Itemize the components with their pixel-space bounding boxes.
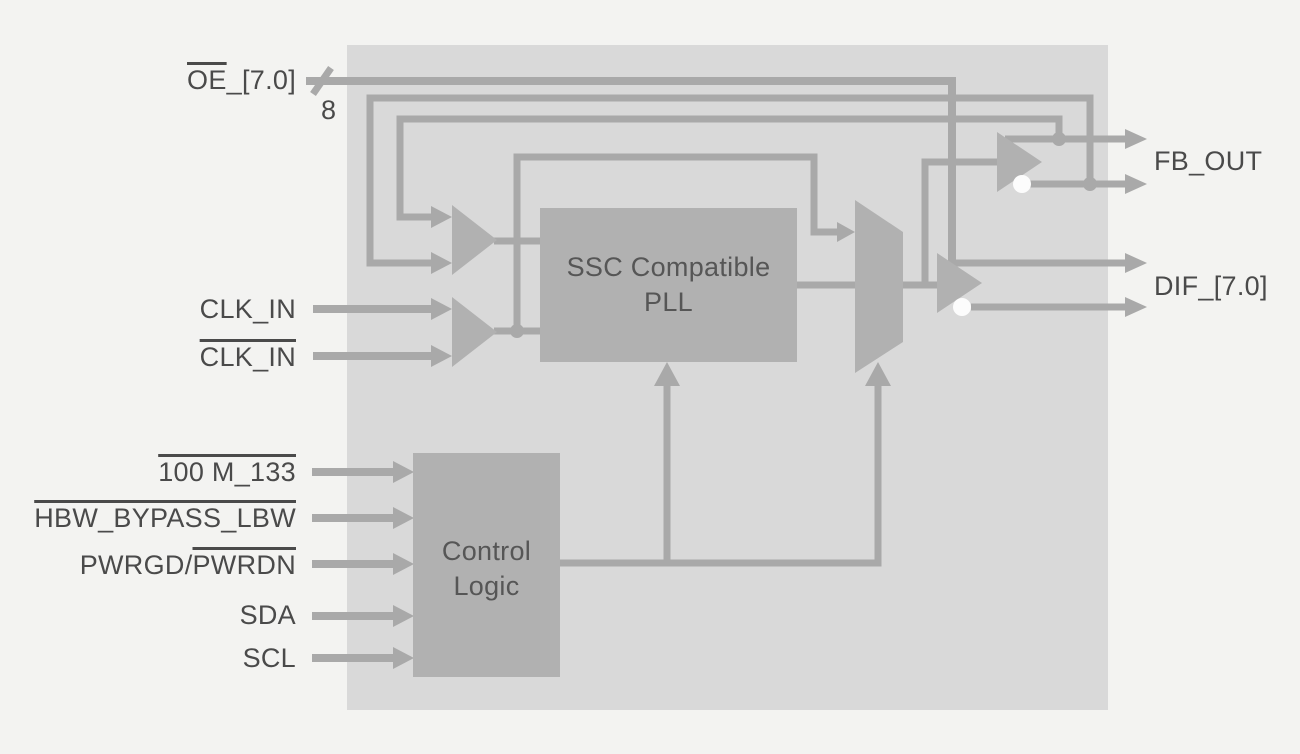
junction-dot (1052, 132, 1066, 146)
pin-label-clk-in-b: CLK_IN (199, 342, 296, 372)
wires (306, 66, 1126, 662)
bus-width-label: 8 (321, 95, 337, 125)
arrow-ssc-control-icon (654, 362, 680, 386)
arrow-feedback-true-icon (431, 206, 452, 228)
pin-label-clk-in: CLK_IN (199, 294, 296, 324)
pin-label-sda: SDA (239, 600, 296, 630)
arrow-fb-out-comp-icon (1125, 174, 1147, 194)
arrow-feedback-comp-icon (431, 252, 452, 274)
clock-mux (855, 200, 903, 373)
dif-output-buffer (937, 253, 982, 313)
junction-dot (1083, 177, 1097, 191)
pin-label-hbw-bypass-lbw: HBW_BYPASS_LBW (34, 503, 296, 533)
junction-dots (510, 132, 1097, 338)
arrow-clk-in-icon (431, 298, 452, 320)
arrow-fb-out-true-icon (1125, 129, 1147, 149)
wire-feedback-true (396, 115, 1063, 221)
arrow-100m133-icon (393, 461, 414, 483)
wire-fb-buffer-input (921, 158, 999, 285)
wire-pll-bypass (513, 153, 837, 331)
blocks (413, 132, 1042, 677)
arrow-clk-in-b-icon (431, 345, 452, 367)
control-logic-block (413, 453, 560, 677)
pin-label-oe: OE_[7.0] (187, 65, 296, 95)
pin-label-pwrgd-pwrdn: PWRGD/PWRDN (79, 550, 296, 580)
pin-label-scl: SCL (242, 643, 296, 673)
inversion-bubbles (953, 175, 1031, 316)
pin-label-fb-out: FB_OUT (1154, 146, 1263, 176)
arrow-bypass-mux-icon (837, 222, 855, 242)
arrow-sda-icon (393, 605, 414, 627)
arrow-pwrgd-icon (393, 553, 414, 575)
fb-output-buffer (997, 132, 1042, 192)
control-logic-label: Control Logic (441, 536, 532, 601)
arrowheads (393, 129, 1147, 669)
inversion-bubble-fb (1013, 175, 1031, 193)
arrow-scl-icon (393, 647, 414, 669)
clk-input-buffer (452, 297, 497, 367)
wire-oe-bus (306, 77, 956, 270)
feedback-input-buffer (452, 205, 497, 275)
junction-dot (510, 324, 524, 338)
wire-feedback-complement (366, 94, 1094, 267)
arrow-dif-out-comp-icon (1125, 297, 1147, 317)
bus-slash-icon (310, 66, 334, 96)
arrow-dif-out-true-icon (1125, 253, 1147, 273)
pll-block-label: SSC Compatible PLL (566, 252, 771, 317)
arrow-mux-select-icon (865, 362, 891, 386)
inversion-bubble-dif (953, 298, 971, 316)
pin-label-dif: DIF_[7.0] (1154, 271, 1268, 301)
pin-label-100m133: 100 M_133 (158, 457, 296, 487)
pll-block (540, 208, 797, 362)
arrow-hbw-icon (393, 507, 414, 529)
